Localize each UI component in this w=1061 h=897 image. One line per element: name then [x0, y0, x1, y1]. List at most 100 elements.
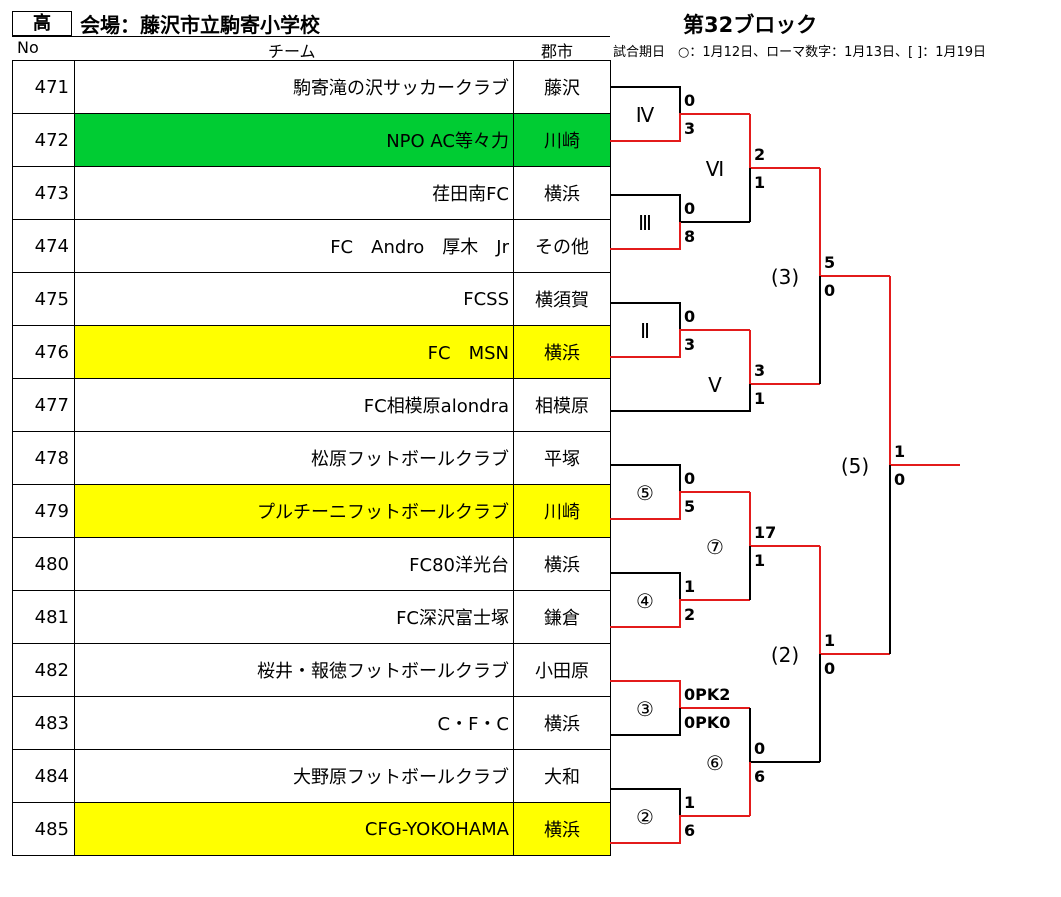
round-label: Ⅱ — [640, 319, 650, 343]
round-label: Ⅵ — [706, 157, 724, 181]
round-label: Ⅳ — [636, 103, 655, 127]
bracket-line-winner — [610, 815, 750, 844]
team-name: FC MSN — [74, 325, 514, 379]
team-number: 477 — [12, 378, 75, 432]
score: 0 — [684, 469, 695, 488]
score: 1 — [754, 173, 765, 192]
team-name: FC相模原alondra — [74, 378, 514, 432]
team-name: FCSS — [74, 272, 514, 326]
team-city: 横浜 — [513, 537, 611, 591]
team-number: 485 — [12, 802, 75, 856]
score: 0PK0 — [684, 713, 730, 732]
match-date-note: 試合期日 ○：1月12日、ローマ数字：1月13日、[ ]：1月19日 — [613, 45, 987, 60]
bracket-line — [610, 194, 750, 223]
team-name: C・F・C — [74, 696, 514, 750]
bracket-line — [610, 302, 681, 330]
bracket-line — [610, 572, 681, 600]
team-name: 松原フットボールクラブ — [74, 431, 514, 485]
team-city: 平塚 — [513, 431, 611, 485]
team-name: CFG-YOKOHAMA — [74, 802, 514, 856]
team-city: 鎌倉 — [513, 590, 611, 644]
score: 3 — [684, 335, 695, 354]
bracket-line-winner — [610, 329, 750, 358]
score: 1 — [894, 442, 905, 461]
team-number: 483 — [12, 696, 75, 750]
score: 5 — [684, 497, 695, 516]
block-title: 第32ブロック — [683, 13, 818, 37]
score: 3 — [684, 119, 695, 138]
column-header-team: チーム — [268, 42, 316, 61]
bracket-line-winner — [610, 491, 750, 520]
score: 1 — [754, 551, 765, 570]
round-label: ⑦ — [706, 535, 724, 559]
team-city: 横須賀 — [513, 272, 611, 326]
score: 0 — [824, 281, 835, 300]
score: 6 — [754, 767, 765, 786]
score: 0 — [894, 470, 905, 489]
score: 0PK2 — [684, 685, 730, 704]
round-label: (5) — [841, 454, 869, 478]
score: 6 — [684, 821, 695, 840]
team-number: 479 — [12, 484, 75, 538]
team-name: FC Andro 厚木 Jr — [74, 219, 514, 273]
team-number: 472 — [12, 113, 75, 167]
team-name: FC80洋光台 — [74, 537, 514, 591]
team-name: NPO AC等々力 — [74, 113, 514, 167]
bracket-line-winner — [610, 599, 750, 628]
round-label: ② — [636, 805, 654, 829]
score: 0 — [684, 307, 695, 326]
bracket-line-winner — [610, 222, 681, 250]
score: 0 — [684, 91, 695, 110]
team-city: その他 — [513, 219, 611, 273]
score: 1 — [824, 631, 835, 650]
team-city: 川崎 — [513, 113, 611, 167]
bracket-line-winner — [889, 276, 960, 466]
round-label: Ⅲ — [638, 211, 652, 235]
score: 2 — [684, 605, 695, 624]
round-label: (2) — [771, 643, 799, 667]
team-city: 小田原 — [513, 643, 611, 697]
bracket-line-winner — [610, 680, 750, 709]
team-city: 横浜 — [513, 325, 611, 379]
round-label: ③ — [636, 697, 654, 721]
team-number: 476 — [12, 325, 75, 379]
score: 1 — [684, 577, 695, 596]
division-label: 高 — [12, 11, 72, 36]
score: 8 — [684, 227, 695, 246]
round-label: Ⅴ — [708, 373, 722, 397]
score: 0 — [754, 739, 765, 758]
round-label: (3) — [771, 265, 799, 289]
column-header-no: No — [17, 38, 39, 57]
team-number: 473 — [12, 166, 75, 220]
team-city: 横浜 — [513, 802, 611, 856]
score: 1 — [754, 389, 765, 408]
score: 0 — [824, 659, 835, 678]
score: 3 — [754, 361, 765, 380]
score: 1 — [684, 793, 695, 812]
round-label: ⑥ — [706, 751, 724, 775]
team-city: 横浜 — [513, 696, 611, 750]
team-city: 川崎 — [513, 484, 611, 538]
bracket-line — [610, 788, 681, 816]
header-rule — [12, 36, 610, 37]
team-name: プルチーニフットボールクラブ — [74, 484, 514, 538]
bracket-line — [610, 708, 681, 736]
bracket-line — [610, 384, 751, 412]
team-name: 桜井・報徳フットボールクラブ — [74, 643, 514, 697]
team-city: 相模原 — [513, 378, 611, 432]
score: 2 — [754, 145, 765, 164]
venue-title: 会場：藤沢市立駒寄小学校 — [80, 13, 320, 37]
bracket-line — [610, 86, 681, 114]
score: 17 — [754, 523, 776, 542]
